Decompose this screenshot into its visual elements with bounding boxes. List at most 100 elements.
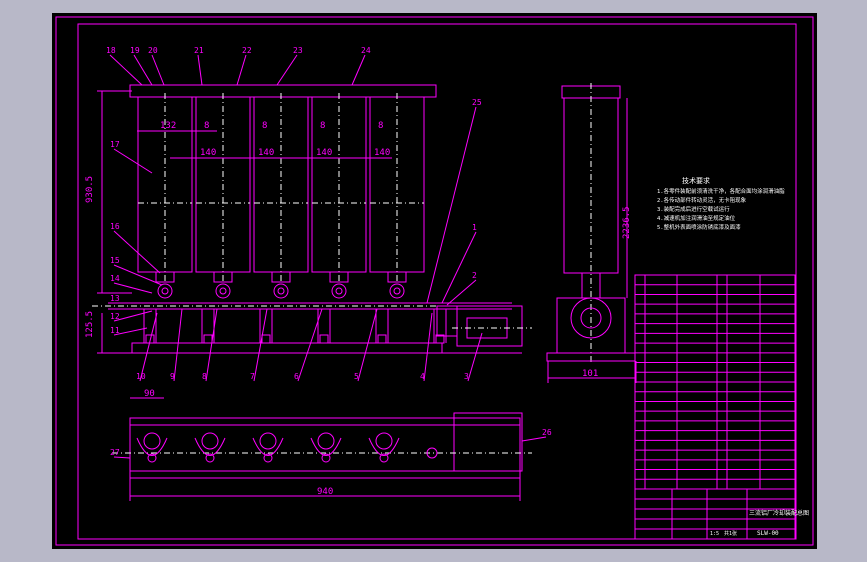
plan-valve: [201, 432, 219, 450]
valve-disc: [389, 283, 405, 299]
technical-notes: 技术要求 1.各零件装配前须清洗干净，各配合面均涂润滑油脂 2.各传动部件转动灵…: [657, 176, 785, 231]
leader-line: [423, 312, 433, 382]
leader-line: [113, 327, 148, 336]
callout-1: 1: [472, 223, 477, 232]
leader-line: [109, 54, 143, 86]
valve-disc: [157, 283, 173, 299]
callout-9: 9: [170, 372, 175, 381]
outer-border: [55, 16, 814, 546]
dim-base-length: 940: [317, 487, 333, 497]
notes-line-5: 5.整机外表面喷涂防锈底漆及面漆: [657, 223, 741, 231]
bolt: [377, 334, 387, 344]
notes-line-4: 4.减速机加注润滑油至规定油位: [657, 214, 736, 222]
notes-line-3: 3.装配完成后进行空载试运行: [657, 205, 730, 213]
bolt: [203, 334, 213, 344]
bolt: [319, 334, 329, 344]
leader-line: [276, 54, 298, 86]
leader-line: [446, 279, 477, 306]
leader-line: [113, 264, 163, 286]
callout-8: 8: [202, 372, 207, 381]
leader-line: [197, 54, 203, 86]
dim-pitch-3: 140: [316, 148, 332, 158]
callout-26: 26: [542, 428, 552, 437]
bolt: [261, 334, 271, 344]
dim-gap-2: 8: [262, 121, 267, 131]
callout-3: 3: [464, 372, 469, 381]
leader-line: [133, 54, 153, 86]
valve-body: [271, 271, 291, 283]
callout-12: 12: [110, 312, 120, 321]
side-view: [546, 83, 637, 383]
callout-17: 17: [110, 140, 120, 149]
callout-7: 7: [250, 372, 255, 381]
dim-side-width: 101: [582, 369, 598, 379]
leader-line: [113, 282, 153, 294]
dim-base-offset: 90: [144, 389, 155, 399]
callout-27: 27: [110, 448, 120, 457]
plan-valve: [317, 432, 335, 450]
callout-20: 20: [148, 46, 158, 55]
leader-line: [151, 54, 165, 86]
callout-10: 10: [136, 372, 146, 381]
callout-23: 23: [293, 46, 303, 55]
callout-11: 11: [110, 326, 120, 335]
dim-pitch-4: 140: [374, 148, 390, 158]
inner-border: [77, 23, 797, 540]
callout-19: 19: [130, 46, 140, 55]
leader-line: [236, 54, 247, 86]
leader-line: [139, 312, 158, 382]
valve-body: [387, 271, 407, 283]
callout-18: 18: [106, 46, 116, 55]
leader-line: [113, 456, 131, 459]
leader-line: [467, 332, 483, 382]
plan-view: [112, 397, 532, 501]
valve-body: [213, 271, 233, 283]
leader-line: [253, 308, 268, 382]
notes-title: 技术要求: [682, 176, 710, 185]
dim-side-height: 2236.5: [622, 206, 632, 239]
leader-line: [173, 308, 183, 382]
leader-line: [357, 308, 378, 382]
assembly-drawing: 930.5 125.5 132 8 8 8 8 140 140 140 140 …: [55, 16, 814, 546]
plan-valve: [259, 432, 277, 450]
callout-21: 21: [194, 46, 204, 55]
callout-25: 25: [472, 98, 482, 107]
dim-top-left: 132: [160, 121, 176, 131]
leader-line: [426, 106, 477, 304]
plan-valve: [375, 432, 393, 450]
plan-valve: [143, 432, 161, 450]
valve-disc: [331, 283, 347, 299]
dim-gap-1: 8: [204, 121, 209, 131]
coupling: [426, 447, 438, 459]
callout-24: 24: [361, 46, 371, 55]
callout-15: 15: [110, 256, 120, 265]
leader-line: [205, 308, 218, 382]
dim-pitch-2: 140: [258, 148, 274, 158]
bill-of-materials: [634, 274, 796, 490]
valve-body: [155, 271, 175, 283]
callout-6: 6: [294, 372, 299, 381]
callout-22: 22: [242, 46, 252, 55]
valve-disc: [273, 283, 289, 299]
front-view: [92, 84, 532, 354]
cad-drawing-sheet: 930.5 125.5 132 8 8 8 8 140 140 140 140 …: [52, 13, 817, 549]
valve-body: [329, 271, 349, 283]
title-block: 三流铝厂冷却装配总图 SLW-00 1:5 共1张: [634, 488, 809, 540]
drawing-ratio: 1:5: [710, 531, 719, 537]
dim-shaft-height: 125.5: [85, 311, 95, 338]
callout-16: 16: [110, 222, 120, 231]
drawing-sheet: 共1张: [724, 530, 737, 537]
leader-line: [113, 148, 153, 174]
drawing-name: 三流铝厂冷却装配总图: [749, 509, 809, 517]
bolt: [435, 334, 445, 344]
leader-line: [113, 310, 153, 322]
callout-2: 2: [472, 271, 477, 280]
dim-gap-4: 8: [378, 121, 383, 131]
drawing-number: SLW-00: [757, 530, 779, 537]
callout-5: 5: [354, 372, 359, 381]
leader-line: [113, 230, 161, 274]
leader-line: [297, 308, 323, 382]
dim-height: 930.5: [85, 176, 95, 203]
dim-gap-3: 8: [320, 121, 325, 131]
